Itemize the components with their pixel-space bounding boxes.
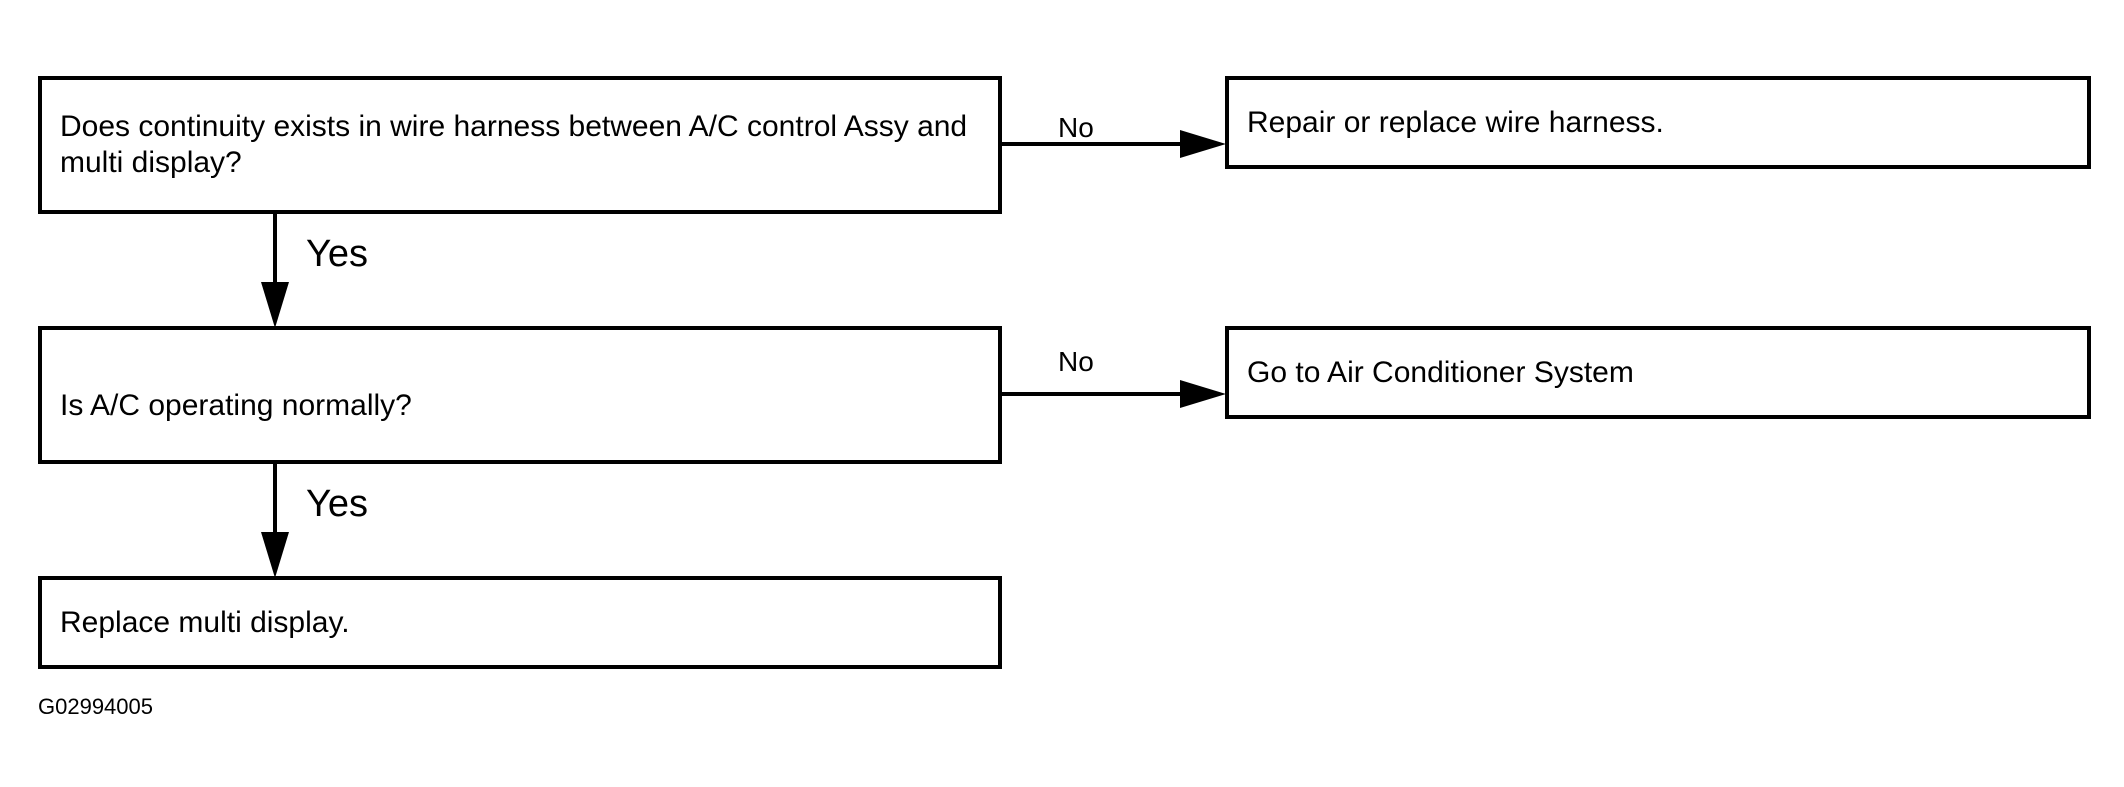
repair-harness-text: Repair or replace wire harness. <box>1247 105 1664 139</box>
arrowhead-no-2 <box>1180 380 1226 408</box>
arrowhead-no-1 <box>1180 130 1226 158</box>
question-continuity-text: Does continuity exists in wire harness b… <box>60 110 968 179</box>
figure-id: G02994005 <box>38 694 153 719</box>
repair-harness-box: Repair or replace wire harness. <box>1225 76 2091 169</box>
no-label-1: No <box>1058 112 1094 143</box>
goto-ac-system-box: Go to Air Conditioner System <box>1225 326 2091 419</box>
yes-label-1: Yes <box>306 233 368 275</box>
arrowhead-yes-1 <box>261 282 289 328</box>
arrowhead-yes-2 <box>261 532 289 578</box>
replace-display-box: Replace multi display. <box>38 576 1002 669</box>
goto-ac-system-text: Go to Air Conditioner System <box>1247 355 1634 389</box>
no-label-2: No <box>1058 346 1094 377</box>
question-continuity-box: Does continuity exists in wire harness b… <box>38 76 1002 214</box>
replace-display-text: Replace multi display. <box>60 605 350 639</box>
question-ac-operating-text: Is A/C operating normally? <box>60 389 412 422</box>
question-ac-operating-box: Is A/C operating normally? <box>38 326 1002 464</box>
yes-label-2: Yes <box>306 483 368 525</box>
